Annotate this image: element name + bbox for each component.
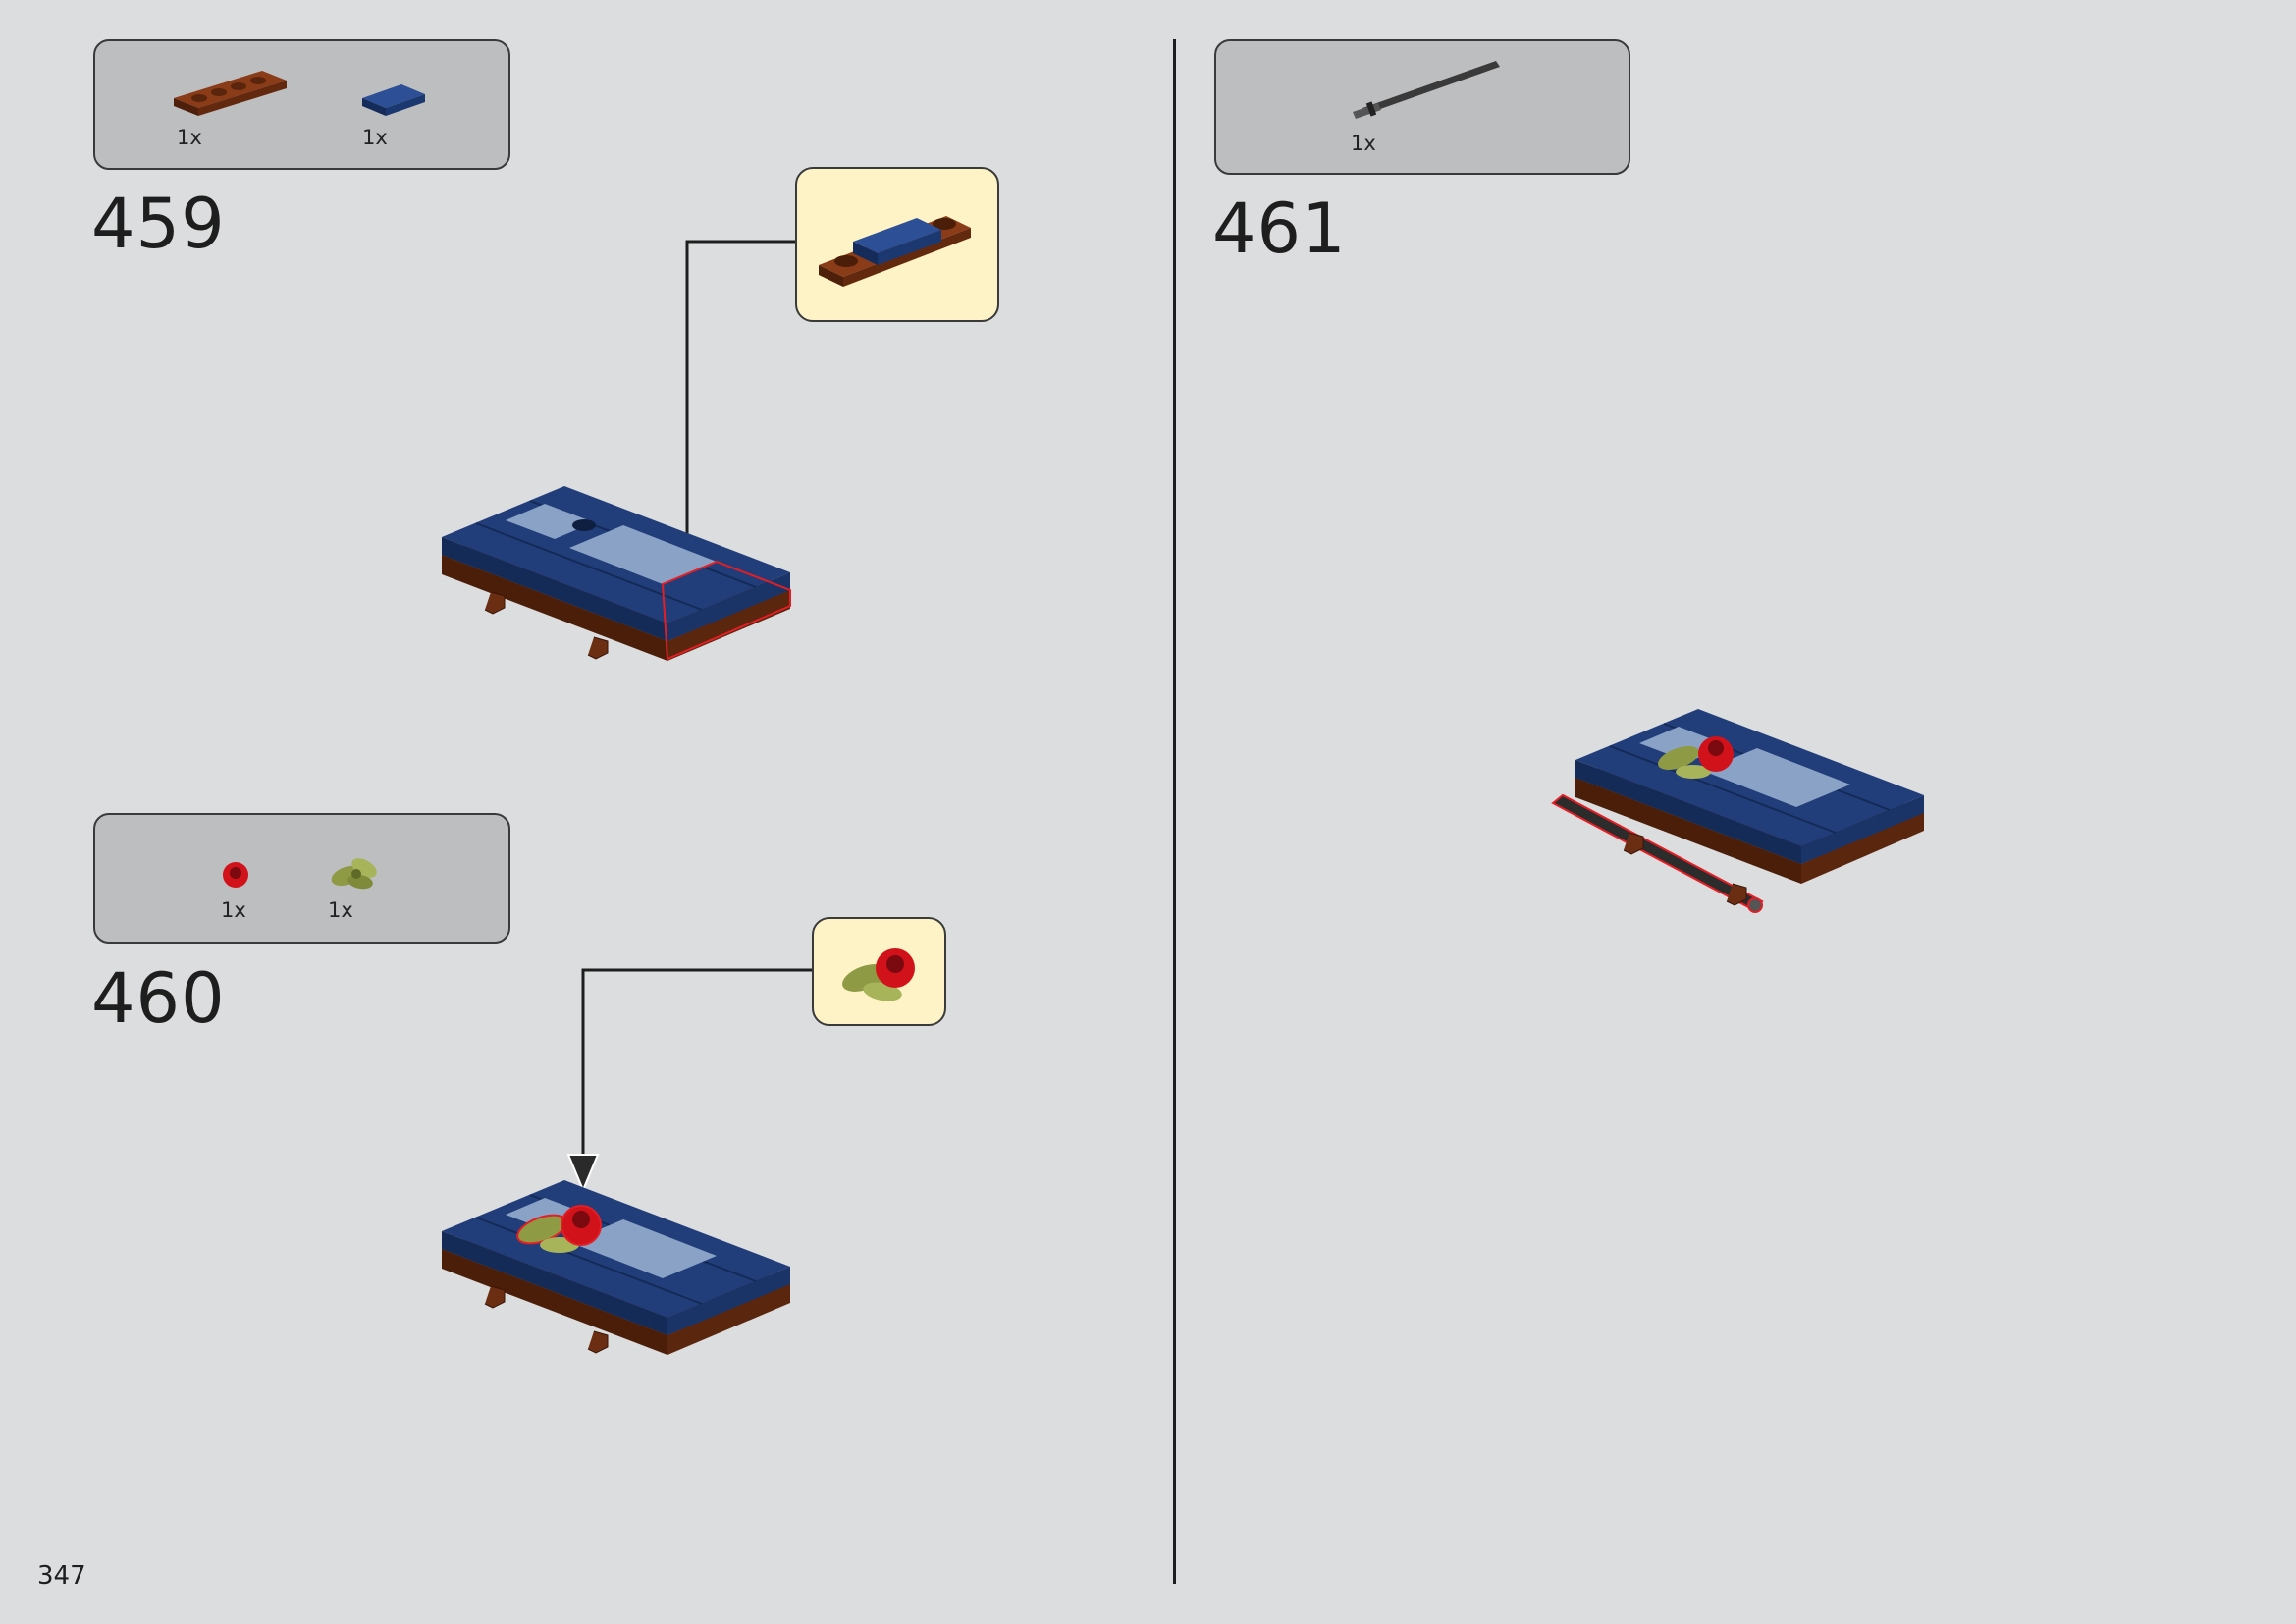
model-step-459-icon (442, 486, 791, 661)
olive-leaves-icon (331, 858, 377, 890)
page-divider (1173, 39, 1176, 1584)
parts-box-step-459: 1x 1x (93, 39, 510, 170)
part-qty: 1x (328, 898, 353, 922)
callout-assembly-icon (819, 216, 971, 287)
red-flower-icon (223, 862, 248, 888)
step-number-461: 461 (1212, 189, 1347, 269)
model-step-460-icon (442, 1180, 790, 1355)
page-number: 347 (37, 1561, 86, 1591)
callout-flower-icon (842, 948, 915, 1001)
part-qty: 1x (362, 126, 388, 149)
part-qty: 1x (177, 126, 202, 149)
blue-tile-1x2-icon (362, 84, 425, 116)
step-number-459: 459 (91, 184, 226, 264)
part-qty: 1x (221, 898, 246, 922)
black-bar-icon (1353, 61, 1500, 119)
step-number-460: 460 (91, 958, 226, 1039)
callout-460 (812, 917, 946, 1026)
parts-box-step-460: 1x 1x (93, 813, 510, 944)
part-qty: 1x (1351, 132, 1376, 155)
model-step-461-icon (1551, 709, 1924, 913)
callout-459 (795, 167, 999, 322)
parts-box-step-461: 1x (1214, 39, 1630, 175)
brown-plate-1x4-icon (174, 71, 287, 116)
